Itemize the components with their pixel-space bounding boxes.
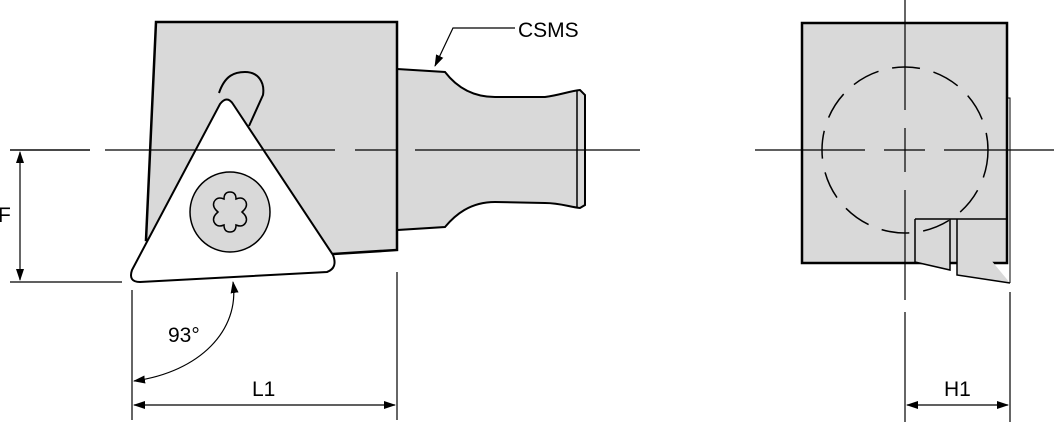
end-centerlines [755,0,1054,422]
f-extension-lines [10,149,122,283]
csms-label: CSMS [518,19,579,42]
torx-icon [212,191,248,233]
l1-label: L1 [252,378,275,401]
end-view: H1 [755,0,1054,422]
h1-label: H1 [944,378,971,401]
side-view: CSMS F L1 93° [0,19,640,420]
l1-extension-lines [131,272,398,420]
angle-label: 93° [168,324,200,347]
end-edge [1007,97,1011,283]
clamp-slot [218,70,265,127]
f-label: F [0,204,11,227]
csms-leader [434,27,515,67]
insert-seat [914,218,1011,284]
angle-arc [133,281,239,384]
